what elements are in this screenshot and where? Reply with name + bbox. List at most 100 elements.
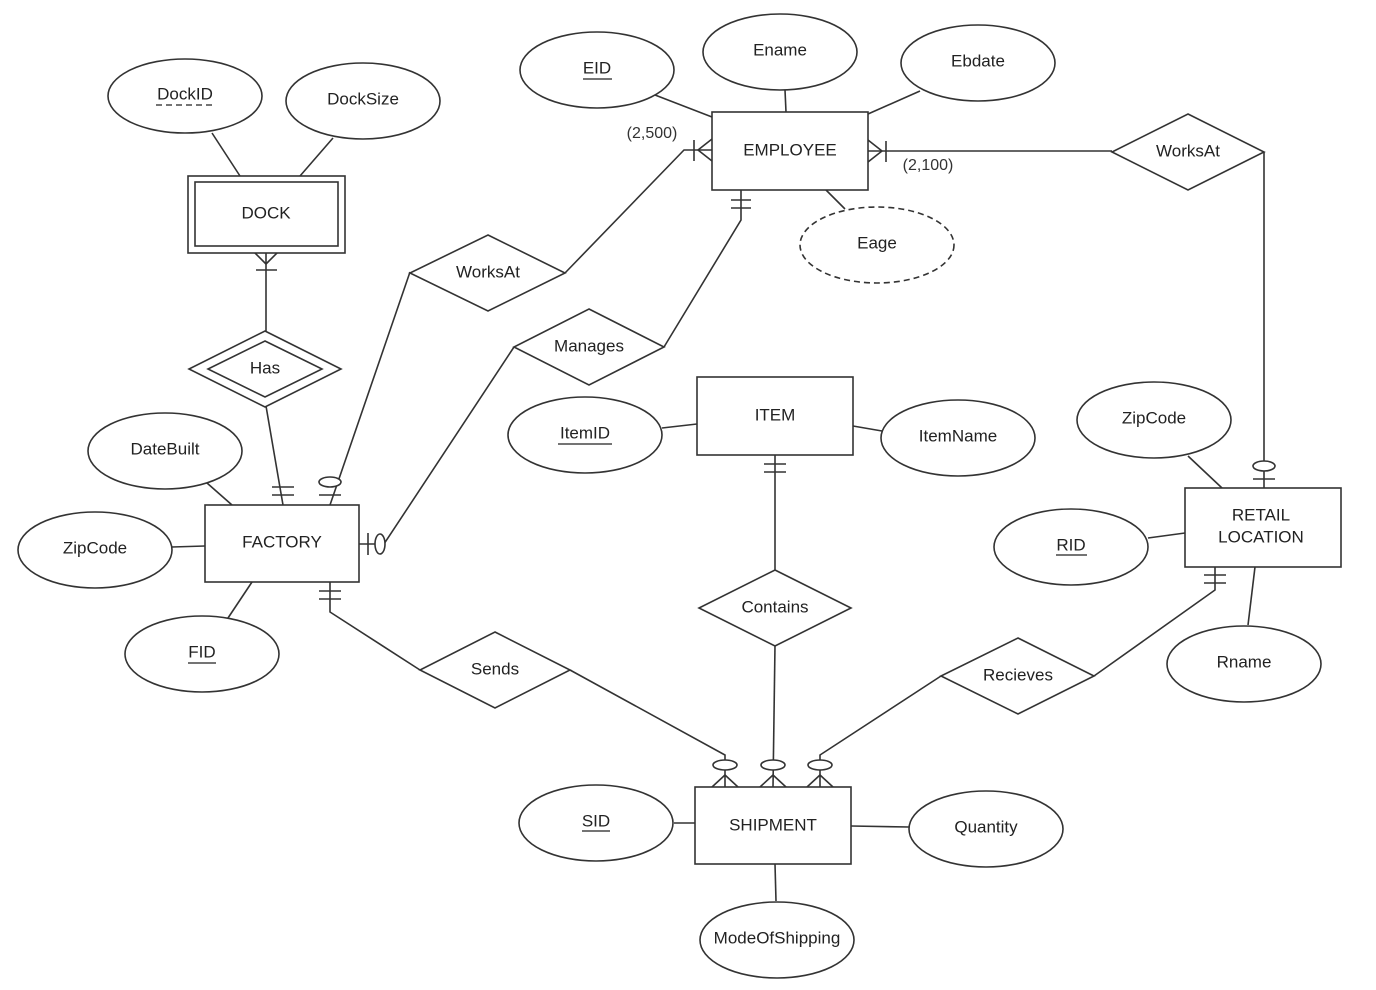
marker-shipment-top-recieves — [806, 759, 834, 788]
marker-factory-top-zero-one — [318, 476, 342, 496]
relationship-manages[interactable]: Manages — [512, 308, 666, 386]
entity-dock[interactable]: DOCK — [187, 175, 346, 254]
relationship-has[interactable]: Has — [187, 330, 343, 408]
marker-retail-top-zero-one — [1252, 460, 1276, 480]
edge-eid-employee — [654, 94, 713, 118]
marker-shipment-top-contains — [759, 759, 787, 788]
marker-employee-left-crowfoot — [693, 138, 713, 162]
edge-dockid-dock — [211, 132, 241, 177]
marker-shipment-top-sends — [711, 759, 739, 788]
relationship-worksat-factory[interactable]: WorksAt — [408, 234, 567, 312]
edge-zipcode-factory — [171, 545, 206, 548]
attribute-ebdate[interactable]: Ebdate — [900, 24, 1056, 102]
attribute-fid[interactable]: FID — [124, 615, 280, 693]
attribute-itemname[interactable]: ItemName — [880, 399, 1036, 477]
relationship-has-label: Has — [250, 358, 280, 377]
attribute-datebuilt-label: DateBuilt — [131, 439, 200, 458]
marker-employee-right-crowfoot — [867, 139, 887, 163]
edge-employee-worksat-factory — [564, 149, 712, 274]
attribute-modeofshipping-label: ModeOfShipping — [714, 928, 841, 947]
attribute-docksize-label: DockSize — [327, 89, 399, 108]
edge-docksize-dock — [299, 137, 334, 177]
edge-has-factory — [265, 405, 284, 506]
attribute-sid-label: SID — [582, 811, 610, 830]
attribute-datebuilt[interactable]: DateBuilt — [87, 412, 243, 490]
attribute-itemname-label: ItemName — [919, 426, 997, 445]
relationship-contains[interactable]: Contains — [697, 569, 853, 647]
edge-rname-retail — [1247, 566, 1256, 626]
edge-ebdate-employee — [867, 90, 921, 115]
edge-shipment-modeofshipping — [774, 863, 777, 902]
relationship-manages-label: Manages — [554, 336, 624, 355]
entity-factory-label: FACTORY — [242, 532, 322, 551]
marker-factory-bottom-one — [319, 590, 341, 600]
relationship-worksat-factory-label: WorksAt — [456, 262, 520, 281]
entity-employee-label: EMPLOYEE — [743, 140, 837, 159]
marker-retail-bottom-one — [1204, 574, 1226, 584]
relationship-worksat-retail[interactable]: WorksAt — [1110, 113, 1266, 191]
cardinality-employee-factory: (2,500) — [627, 125, 678, 142]
edge-recieves-shipment — [819, 675, 942, 787]
edge-manages-factory — [359, 346, 515, 545]
entity-dock-label: DOCK — [241, 203, 291, 222]
edge-factory-sends — [329, 582, 421, 671]
attribute-eage-label: Eage — [857, 233, 897, 252]
edge-sends-shipment — [569, 669, 726, 787]
attribute-itemid-label: ItemID — [560, 423, 610, 442]
edge-eage-employee — [825, 189, 846, 210]
edge-shipment-quantity — [850, 825, 910, 828]
cardinality-employee-retail: (2,100) — [903, 157, 954, 174]
attribute-quantity-label: Quantity — [954, 817, 1018, 836]
marker-dock-bottom-crowfoot — [254, 252, 278, 271]
attribute-fid-label: FID — [188, 642, 215, 661]
attribute-factory-zipcode-label: ZipCode — [63, 538, 127, 557]
relationship-worksat-retail-label: WorksAt — [1156, 141, 1220, 160]
attribute-docksize[interactable]: DockSize — [285, 62, 441, 140]
edge-fid-factory — [227, 581, 253, 619]
attribute-rid-label: RID — [1056, 535, 1085, 554]
marker-factory-top-one — [272, 486, 294, 496]
relationship-recieves-label: Recieves — [983, 665, 1053, 684]
attribute-factory-zipcode[interactable]: ZipCode — [17, 511, 173, 589]
cardinality-markers — [254, 138, 1276, 788]
relationship-recieves[interactable]: Recieves — [939, 637, 1096, 715]
entity-item[interactable]: ITEM — [696, 376, 854, 456]
edge-ename-employee — [784, 89, 787, 113]
attribute-rid[interactable]: RID — [993, 508, 1149, 586]
attribute-ebdate-label: Ebdate — [951, 51, 1005, 70]
marker-employee-bottom-one — [731, 199, 751, 209]
attribute-dockid-label: DockID — [157, 84, 213, 103]
edge-employee-manages — [663, 190, 742, 348]
entity-shipment[interactable]: SHIPMENT — [694, 786, 852, 865]
attribute-dockid-partial-key[interactable]: DockID — [107, 58, 263, 134]
attribute-eage-derived[interactable]: Eage — [799, 206, 955, 284]
marker-factory-right-zero-one — [367, 533, 386, 555]
edge-rid-retail — [1147, 532, 1186, 539]
attribute-rname[interactable]: Rname — [1166, 625, 1322, 703]
entity-retail-label-line2: LOCATION — [1218, 527, 1304, 546]
attribute-ename-label: Ename — [753, 40, 807, 59]
attribute-ename[interactable]: Ename — [702, 13, 858, 91]
relationship-sends-label: Sends — [471, 659, 519, 678]
attribute-eid-label: EID — [583, 58, 611, 77]
attribute-itemid[interactable]: ItemID — [507, 396, 663, 474]
entity-employee[interactable]: EMPLOYEE — [711, 111, 869, 191]
attribute-sid[interactable]: SID — [518, 784, 674, 862]
edge-itemid-item — [661, 423, 698, 429]
attribute-modeofshipping[interactable]: ModeOfShipping — [699, 901, 855, 979]
entity-shipment-label: SHIPMENT — [729, 815, 817, 834]
edge-datebuilt-factory — [206, 482, 233, 506]
entity-factory[interactable]: FACTORY — [204, 504, 360, 583]
attribute-rname-label: Rname — [1217, 652, 1272, 671]
attribute-eid[interactable]: EID — [519, 31, 675, 109]
attribute-quantity[interactable]: Quantity — [908, 790, 1064, 868]
attribute-retail-zipcode-label: ZipCode — [1122, 408, 1186, 427]
relationship-sends[interactable]: Sends — [418, 631, 572, 709]
attribute-retail-zipcode[interactable]: ZipCode — [1076, 381, 1232, 459]
entity-retail-label-line1: RETAIL — [1232, 505, 1290, 524]
edge-retail-zipcode — [1187, 455, 1223, 489]
marker-item-bottom-one — [764, 463, 786, 473]
entity-item-label: ITEM — [755, 405, 796, 424]
entity-retail-location[interactable]: RETAIL LOCATION — [1184, 487, 1342, 568]
